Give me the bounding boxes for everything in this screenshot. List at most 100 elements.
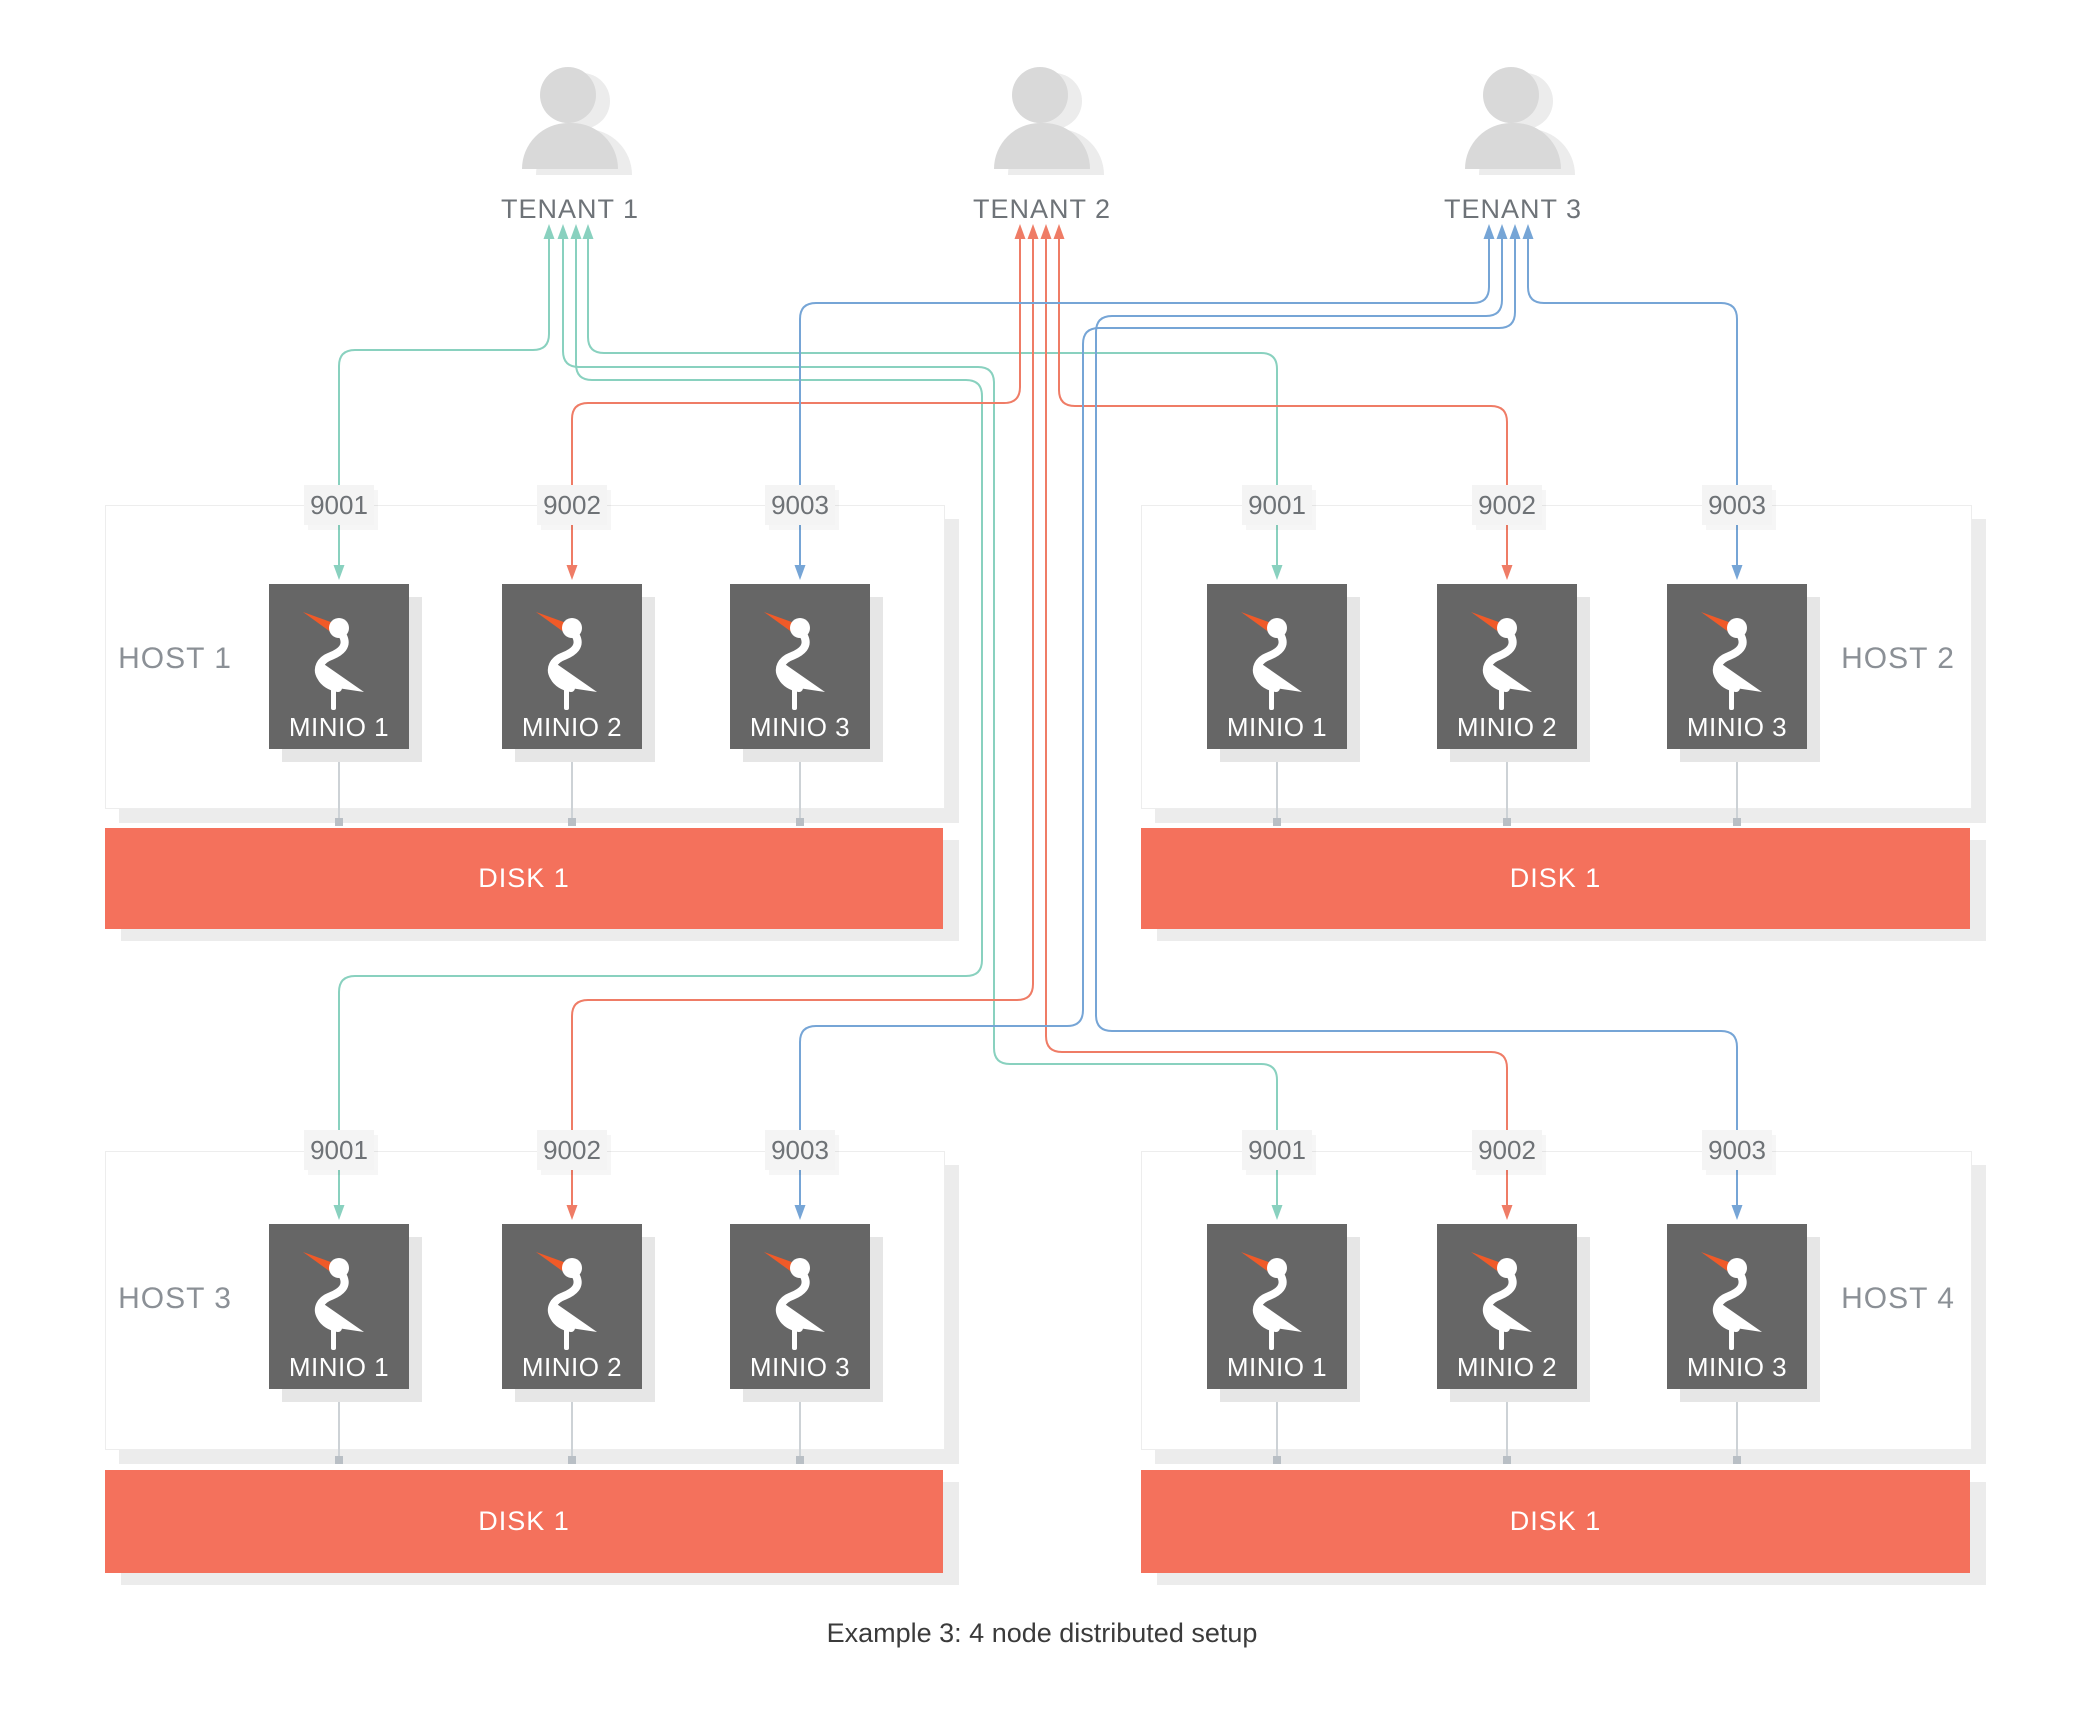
minio-bird-icon: [1667, 1232, 1807, 1352]
minio-disk-connector: [1276, 1393, 1278, 1458]
host-label: HOST 4: [1841, 1282, 1955, 1315]
minio-bird-icon: [1667, 592, 1807, 712]
minio-label: MINIO 1: [288, 1352, 390, 1382]
tenant-label: TENANT 1: [500, 194, 640, 224]
avatar-body: [1465, 123, 1561, 169]
tenant-avatar-icon: [508, 57, 632, 175]
port-badge: 9002: [537, 1130, 607, 1170]
port-badge: 9002: [1472, 485, 1542, 525]
minio-node: MINIO 3: [1667, 584, 1807, 749]
minio-node: MINIO 1: [269, 584, 409, 749]
port-badge: 9003: [1702, 1130, 1772, 1170]
minio-node: MINIO 1: [269, 1224, 409, 1389]
port-badge: 9001: [304, 1130, 374, 1170]
port-badge: 9002: [1472, 1130, 1542, 1170]
minio-node: MINIO 3: [730, 584, 870, 749]
disk-label: DISK 1: [1509, 863, 1602, 893]
minio-label: MINIO 3: [749, 1352, 851, 1382]
arrowhead-up-icon: [1014, 224, 1026, 239]
minio-label: MINIO 1: [1226, 1352, 1328, 1382]
minio-node: MINIO 2: [1437, 1224, 1577, 1389]
minio-bird-icon: [1437, 592, 1577, 712]
minio-bird-icon: [502, 1232, 642, 1352]
disk-bar: DISK 1: [105, 1470, 943, 1573]
minio-node: MINIO 3: [1667, 1224, 1807, 1389]
connector-dot: [796, 1456, 804, 1464]
minio-bird-icon: [502, 592, 642, 712]
avatar-body: [994, 123, 1090, 169]
connector-dot: [568, 1456, 576, 1464]
connector-dot: [1503, 1385, 1511, 1393]
minio-bird-icon: [730, 1232, 870, 1352]
host-label: HOST 3: [118, 1282, 232, 1315]
port-badge: 9003: [1702, 485, 1772, 525]
minio-node: MINIO 3: [730, 1224, 870, 1389]
port-badge: 9003: [765, 485, 835, 525]
minio-disk-connector: [1736, 753, 1738, 820]
minio-label: MINIO 1: [288, 712, 390, 742]
port-badge: 9001: [304, 485, 374, 525]
disk-bar: DISK 1: [1141, 1470, 1970, 1573]
minio-node: MINIO 2: [502, 584, 642, 749]
minio-disk-connector: [338, 753, 340, 820]
avatar-head: [1012, 67, 1068, 123]
disk-label: DISK 1: [478, 863, 570, 893]
tenant-avatar-icon: [1451, 57, 1575, 175]
minio-disk-connector: [1276, 753, 1278, 820]
port-badge: 9001: [1242, 1130, 1312, 1170]
port-badge: 9002: [537, 485, 607, 525]
minio-label: MINIO 2: [521, 1352, 623, 1382]
minio-node: MINIO 1: [1207, 1224, 1347, 1389]
disk-label: DISK 1: [478, 1506, 570, 1536]
minio-disk-connector: [571, 753, 573, 820]
connector-dot: [796, 818, 804, 826]
minio-disk-connector: [1506, 1393, 1508, 1458]
minio-bird-icon: [1207, 1232, 1347, 1352]
connector-dot: [1273, 1385, 1281, 1393]
connector-dot: [335, 1385, 343, 1393]
minio-bird-icon: [1207, 592, 1347, 712]
minio-disk-connector: [571, 1393, 573, 1458]
minio-label: MINIO 2: [1456, 712, 1558, 742]
connector-dot: [1273, 1456, 1281, 1464]
connector-dot: [796, 1385, 804, 1393]
arrowhead-up-icon: [1496, 224, 1508, 239]
tenant-label: TENANT 2: [972, 194, 1112, 224]
connector-dot: [568, 1385, 576, 1393]
caption: Example 3: 4 node distributed setup: [826, 1618, 1258, 1648]
disk-bar: DISK 1: [1141, 828, 1970, 929]
minio-bird-icon: [269, 592, 409, 712]
port-badge: 9001: [1242, 485, 1312, 525]
arrowhead-up-icon: [1040, 224, 1052, 239]
arrowhead-up-icon: [582, 224, 594, 239]
connector-dot: [1733, 1456, 1741, 1464]
arrowhead-up-icon: [1027, 224, 1039, 239]
avatar-head: [540, 67, 596, 123]
tenant-avatar-icon: [980, 57, 1104, 175]
tenant-label: TENANT 3: [1443, 194, 1583, 224]
arrowhead-up-icon: [570, 224, 582, 239]
connector-dot: [335, 1456, 343, 1464]
minio-label: MINIO 2: [1456, 1352, 1558, 1382]
minio-label: MINIO 2: [521, 712, 623, 742]
minio-node: MINIO 2: [502, 1224, 642, 1389]
minio-disk-connector: [799, 753, 801, 820]
disk-label: DISK 1: [1509, 1506, 1602, 1536]
connector-dot: [1273, 818, 1281, 826]
minio-node: MINIO 2: [1437, 584, 1577, 749]
disk-bar: DISK 1: [105, 828, 943, 929]
connector-dot: [1733, 1385, 1741, 1393]
avatar-body: [522, 123, 618, 169]
minio-bird-icon: [269, 1232, 409, 1352]
arrowhead-up-icon: [1483, 224, 1495, 239]
port-badge: 9003: [765, 1130, 835, 1170]
connector-dot: [568, 818, 576, 826]
minio-disk-connector: [1736, 1393, 1738, 1458]
arrowhead-up-icon: [543, 224, 555, 239]
arrowhead-up-icon: [557, 224, 569, 239]
connector-dot: [1503, 1456, 1511, 1464]
connector-dot: [1503, 818, 1511, 826]
connector-dot: [1733, 818, 1741, 826]
minio-bird-icon: [730, 592, 870, 712]
minio-label: MINIO 3: [1686, 712, 1788, 742]
